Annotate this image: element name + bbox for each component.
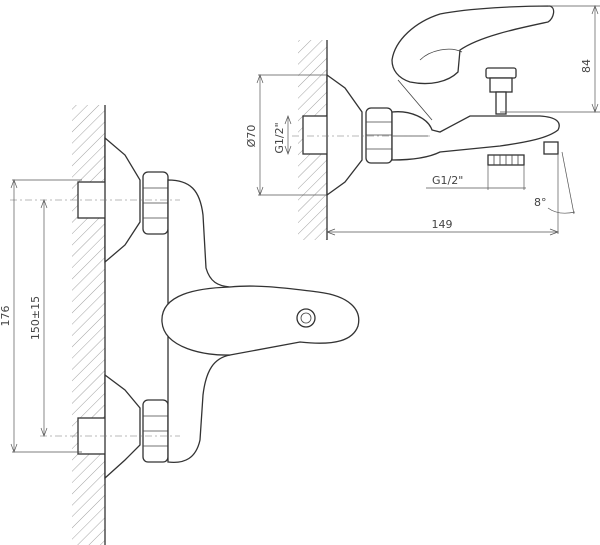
- label-bottom-thread: G1/2": [432, 174, 463, 187]
- mixer-body-side: [391, 111, 560, 161]
- rosette-top: [104, 136, 141, 264]
- rosette-bottom: [104, 373, 141, 480]
- dimension-overall-height: 176: [0, 306, 12, 327]
- hex-nut-side: [365, 107, 393, 164]
- dimension-rosette-diameter: Ø70: [245, 125, 258, 148]
- spout-aerator: [543, 141, 559, 155]
- lever-handle-side: [391, 5, 555, 85]
- lever-handle-front: [161, 285, 360, 356]
- label-top-thread: G1/2": [273, 122, 286, 153]
- rosette-side: [326, 73, 363, 197]
- dimension-spout-angle: 8°: [534, 196, 547, 209]
- dimension-inlet-spacing: 150±15: [29, 296, 42, 340]
- dimension-handle-height: 84: [580, 59, 593, 73]
- side-view: Ø70 G1/2" G1/2" 84 149 8°: [245, 5, 600, 240]
- diverter-knob: [485, 67, 517, 79]
- front-view: 176 150±15: [0, 105, 360, 545]
- wall-section-front: [72, 105, 105, 545]
- inlet-pipe-side: [302, 115, 329, 155]
- handle-indicator: [296, 308, 316, 328]
- dimension-projection: 149: [432, 218, 453, 231]
